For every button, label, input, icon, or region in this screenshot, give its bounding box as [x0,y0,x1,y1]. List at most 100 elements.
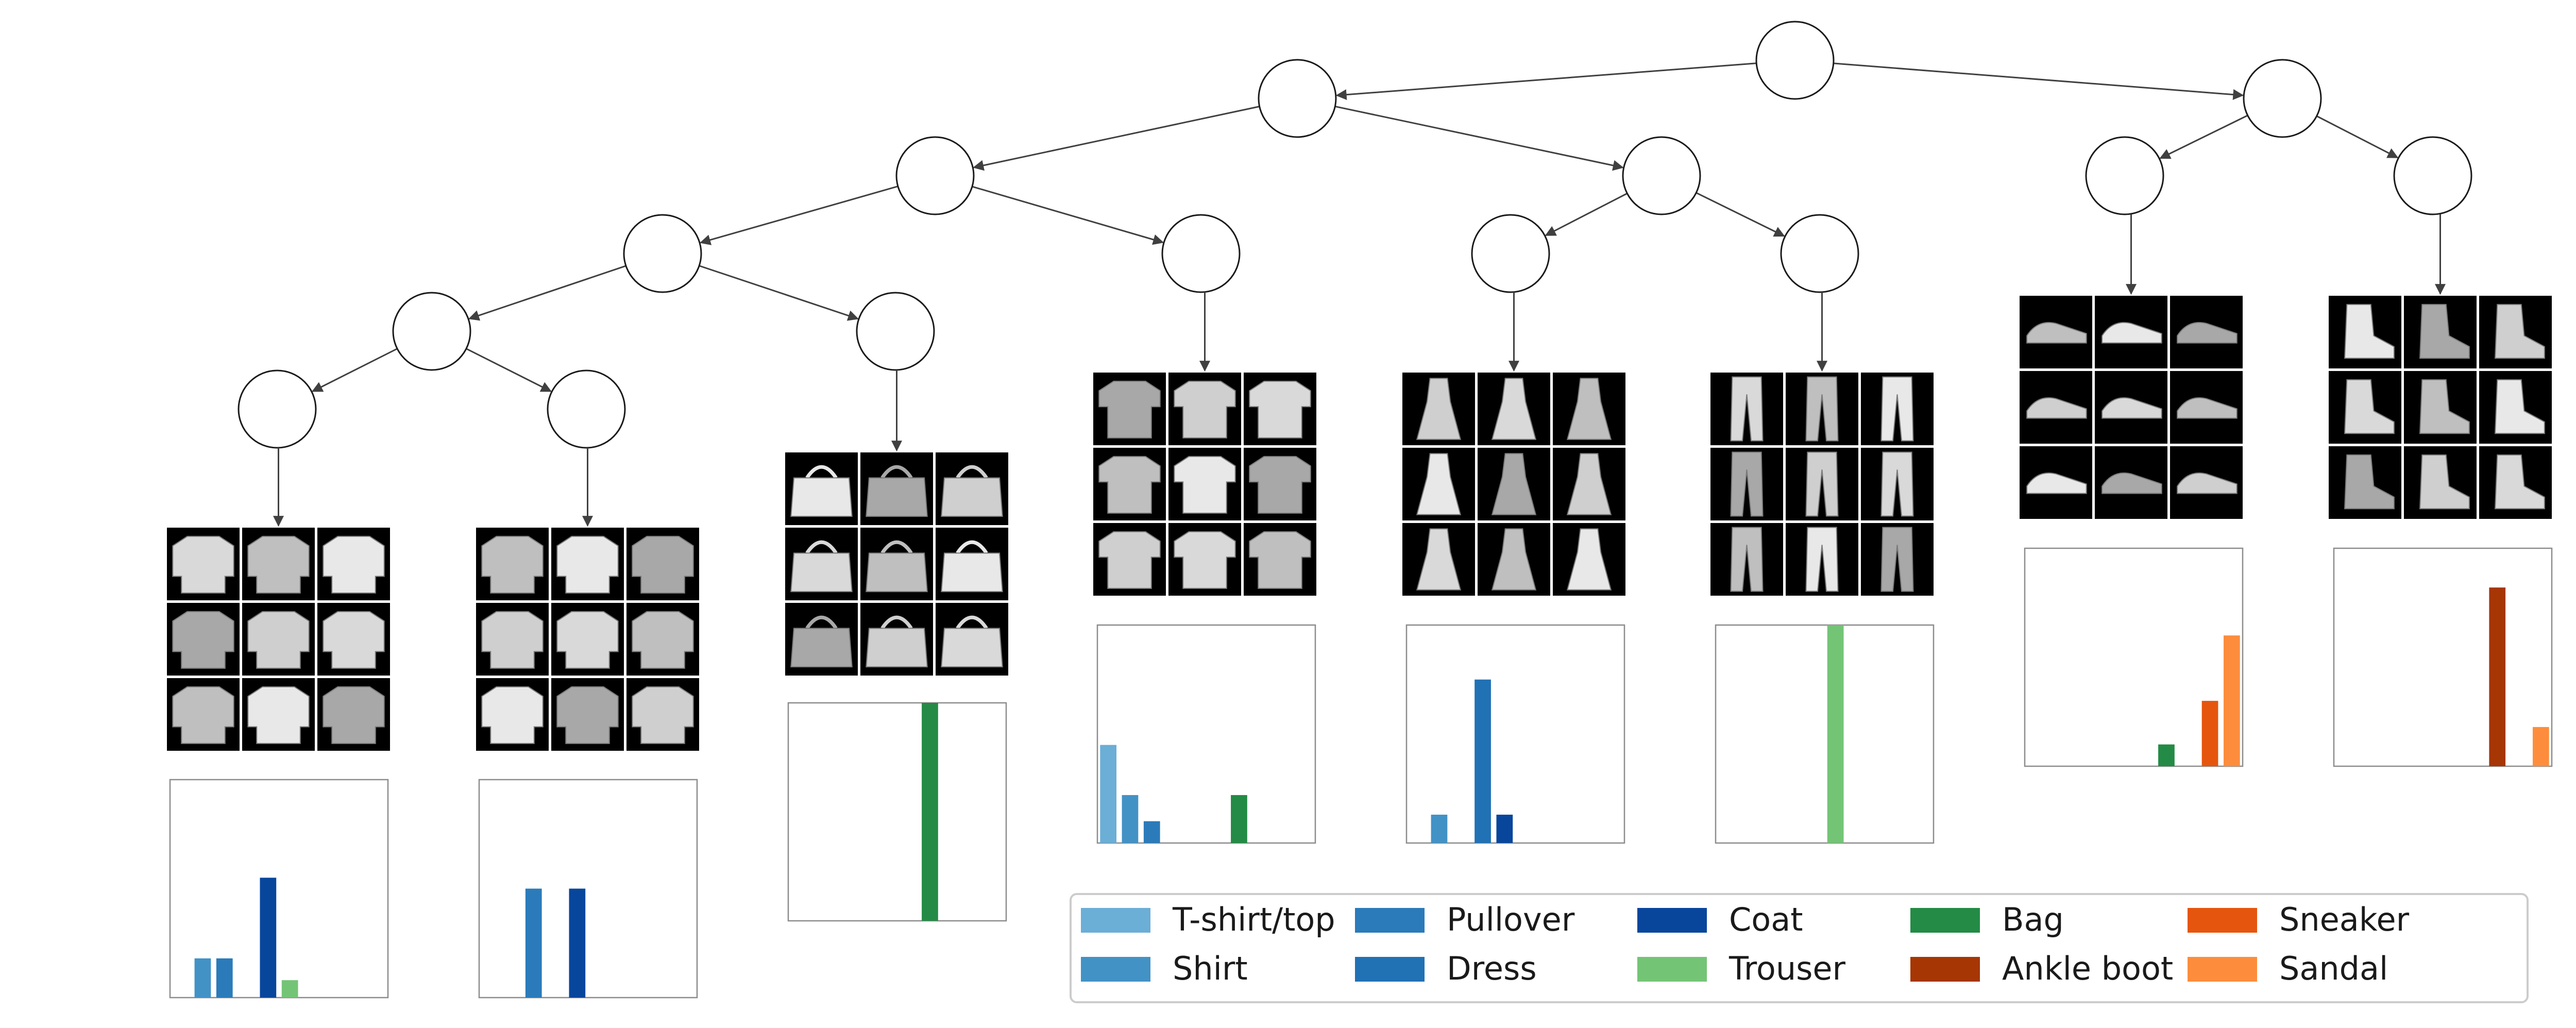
legend-swatch [1355,908,1425,933]
shirt-thumbnail-icon [172,535,234,594]
dresse-thumbnail-icon [1491,453,1537,515]
bar-coat [1496,815,1513,843]
tree-node [2243,59,2322,138]
tshirt-thumbnail-icon [1249,456,1311,514]
pullover_coat_leaf [476,448,699,999]
tree-edge [1335,106,1624,171]
legend-swatch [2188,908,2257,933]
dresse-thumbnail-icon [1566,378,1612,440]
sneaker-thumbnail-icon [2177,322,2238,344]
class-histogram [787,702,1007,922]
boot_leaf [2329,214,2553,767]
tree-edges [311,62,2399,392]
legend-swatch [1637,908,1707,933]
shirt-thumbnail-icon [247,686,310,744]
sneaker_leaf [2020,214,2244,767]
dresse-thumbnail-icon [1416,378,1462,440]
bar-bag [922,703,938,921]
dresse-thumbnail-icon [1416,528,1462,591]
tree-node [1755,21,1835,100]
sneaker-thumbnail-icon [2102,322,2162,344]
legend: T-shirt/topShirtPulloverDressCoatTrouser… [1070,893,2529,1003]
bar-coat [569,888,586,998]
tree-node [1780,214,1859,293]
sneaker-thumbnail-icon [2177,472,2238,494]
dresse-thumbnail-icon [1491,528,1537,591]
legend-label: Pullover [1447,901,1575,938]
legend-label: Sandal [2279,950,2388,987]
legend-label: Trouser [1728,950,1846,987]
bar-shirt [1122,795,1139,843]
trouser-thumbnail-icon [1880,527,1914,592]
tshirt-thumbnail-icon [1098,456,1161,514]
shirt-thumbnail-icon [323,611,385,669]
tree-edge [2159,114,2248,159]
tshirt-thumbnail-icon [1174,456,1236,514]
legend-item-bag: Bag [1910,901,2064,938]
tree-edge [1335,62,1757,100]
legend-item-tshirt: T-shirt/top [1081,901,1335,938]
bag-thumbnail-icon [866,477,928,517]
sneaker-thumbnail-icon [2026,397,2087,419]
legend-swatch [2188,957,2257,982]
tshirt-thumbnail-icon [1249,380,1311,439]
sweater-thumbnail-icon [632,611,694,669]
boot-thumbnail-icon [2344,379,2395,434]
legend-label: Bag [2002,901,2064,938]
boot-thumbnail-icon [2419,379,2470,434]
trouser-thumbnail-icon [1730,527,1764,592]
sweater-thumbnail-icon [556,535,619,594]
trouser_leaf [1710,292,1935,844]
sneaker-thumbnail-icon [2177,397,2238,419]
bar-pullover [216,958,233,998]
tree-edge [699,265,859,321]
class-histogram [1405,624,1625,844]
thumbnail-grid [476,528,699,751]
histogram-frame [1715,624,1935,844]
legend-frame [1070,893,2529,1003]
legend-item-shirt: Shirt [1081,950,1248,987]
bag-thumbnail-icon [866,628,928,668]
legend-item-sneaker: Sneaker [2188,901,2410,938]
legend-item-coat: Coat [1637,901,1803,938]
histogram-frame [2333,547,2553,767]
legend-swatch [1355,957,1425,982]
leaf-panels [167,214,2553,999]
tree-edge [466,348,552,392]
tshirt-thumbnail-icon [1098,531,1161,589]
tree-edge [1696,192,1785,237]
class-histogram [2333,547,2553,767]
class-histogram [169,779,389,999]
bag-thumbnail-icon [941,552,1003,593]
legend-label: T-shirt/top [1172,901,1335,938]
bag-thumbnail-icon [790,628,853,668]
tree-node [856,292,935,371]
legend-label: Sneaker [2279,901,2410,938]
tree-node [238,369,317,449]
sweater-thumbnail-icon [481,686,544,744]
thumbnail-grid [2329,296,2552,519]
tshirt-thumbnail-icon [1174,380,1236,439]
tree-edge [2316,115,2399,159]
shirt-thumbnail-icon [172,686,234,744]
tree-node [392,292,471,371]
sweater-thumbnail-icon [632,535,694,594]
tshirt-thumbnail-icon [1249,531,1311,589]
sweater-thumbnail-icon [481,611,544,669]
bar-trouser [1827,625,1844,843]
tree-node [1161,214,1241,293]
legend-swatch [1081,957,1150,982]
bag-thumbnail-icon [941,477,1003,517]
boot-thumbnail-icon [2419,454,2470,510]
trouser-thumbnail-icon [1805,376,1839,442]
bag_leaf [785,370,1008,922]
bar-coat [260,878,277,998]
bar-bag [1231,795,1247,843]
bar-trouser [281,980,298,998]
sneaker-thumbnail-icon [2026,472,2087,494]
tree-edge [468,265,626,321]
boot-thumbnail-icon [2494,379,2545,434]
sweater-thumbnail-icon [556,611,619,669]
boot-thumbnail-icon [2494,454,2545,510]
